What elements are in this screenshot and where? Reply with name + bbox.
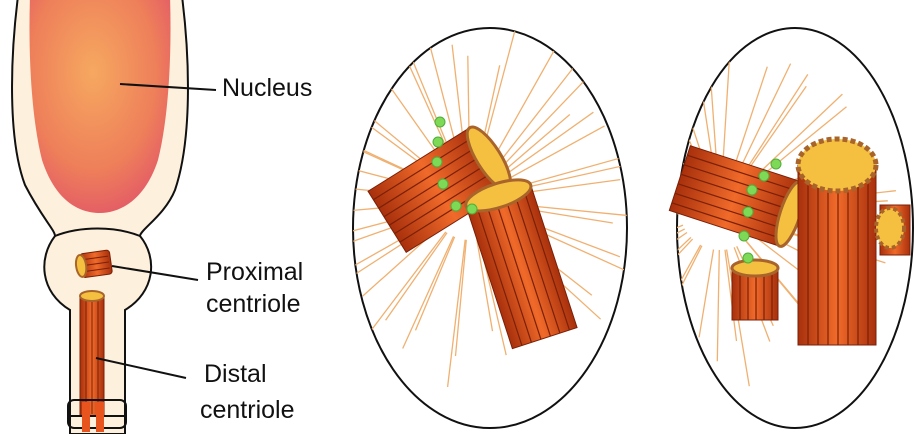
side-centriole-icon	[876, 205, 910, 255]
proximal-centriole-label-line1: Proximal	[206, 258, 303, 287]
distal-centriole-label-line2: centriole	[200, 396, 295, 425]
procentriole-icon	[732, 260, 778, 320]
proximal-centriole-icon	[75, 250, 113, 279]
proximal-centriole-label-line2: centriole	[206, 290, 301, 319]
distal-centriole-icon	[80, 291, 104, 416]
elongated-centriole-icon	[798, 139, 876, 345]
distal-centriole-label-line1: Distal	[204, 360, 267, 389]
centriole-pair-panel	[288, 26, 653, 429]
nucleus-label: Nucleus	[222, 74, 312, 103]
